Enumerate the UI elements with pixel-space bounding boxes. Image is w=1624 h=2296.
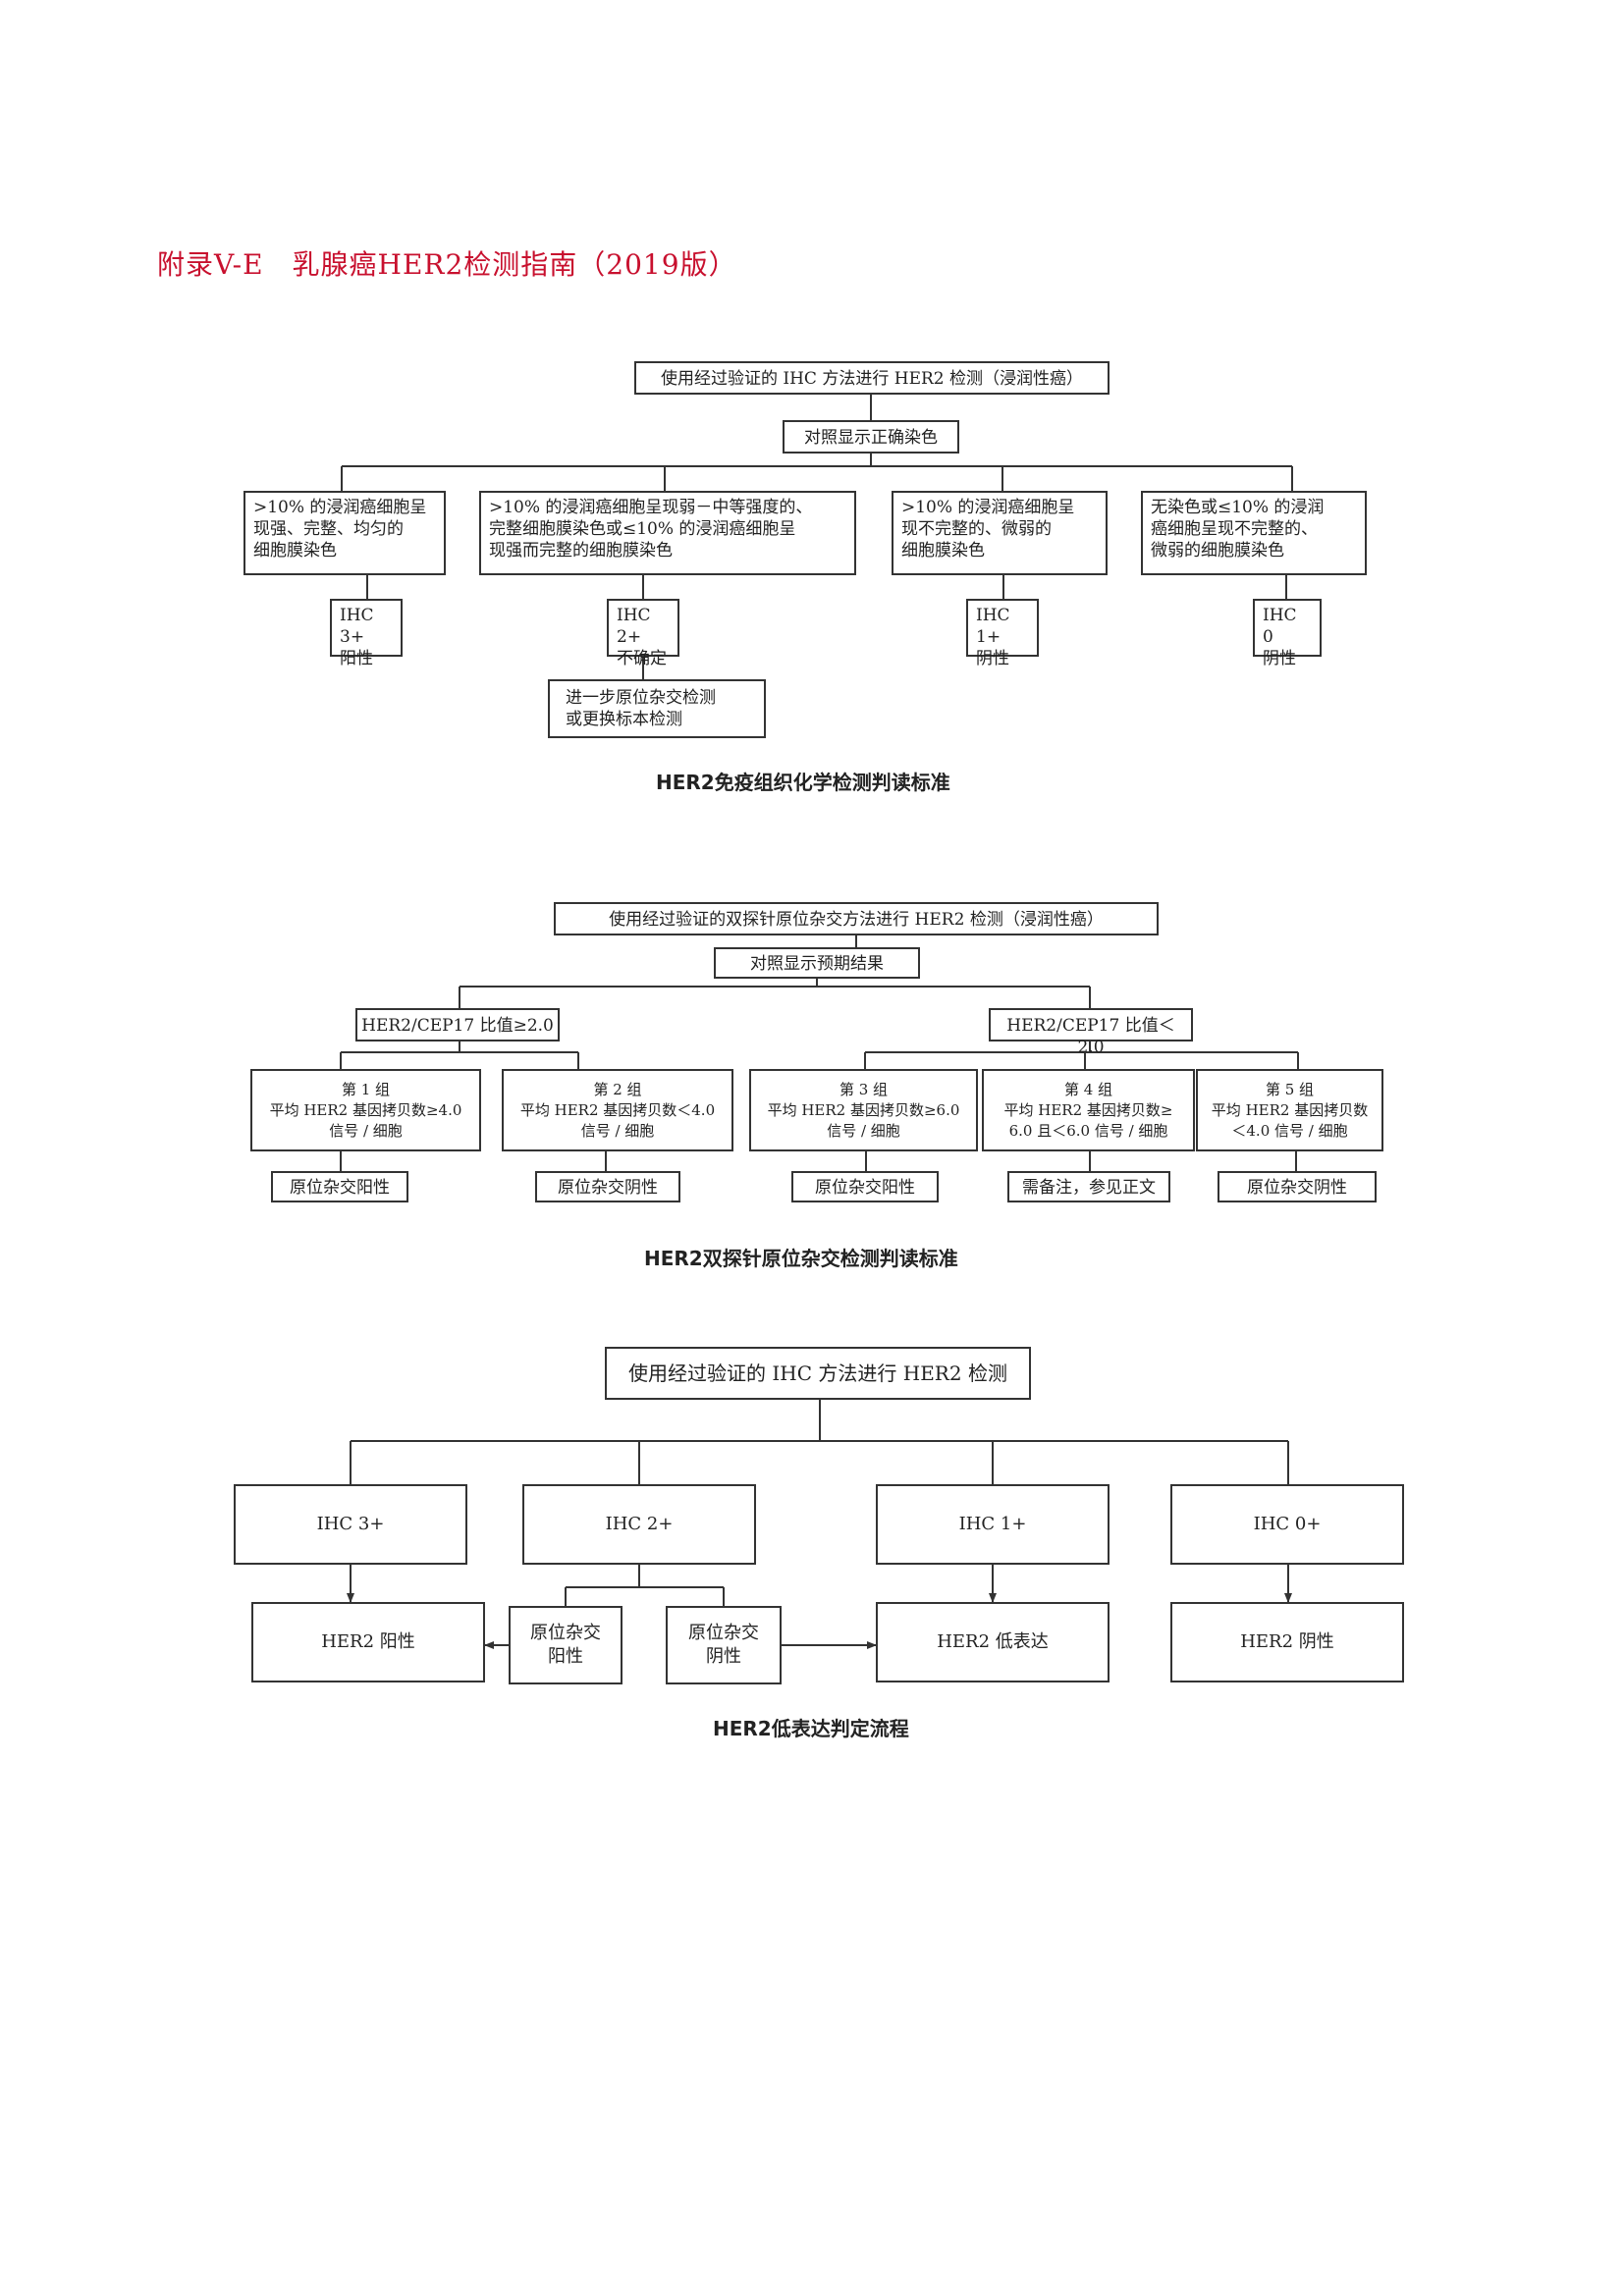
fig2-group-4: 第 4 组 平均 HER2 基因拷贝数≥ 6.0 且＜6.0 信号 / 细胞 [982,1069,1195,1151]
fig3-ihc2-box: IHC 2+ [522,1484,756,1565]
fig1-result-ihc3: IHC 3+ 阳性 [330,599,403,668]
fig2-ratio-left: HER2/CEP17 比值≥2.0 [355,1008,560,1041]
fig3-ihc0-box: IHC 0+ [1170,1484,1404,1565]
fig1-control-box: 对照显示正确染色 [783,420,959,454]
fig2-control-box: 对照显示预期结果 [714,947,920,979]
fig2-root-box: 使用经过验证的双探针原位杂交方法进行 HER2 检测（浸润性癌） [554,902,1159,935]
fig3-outcome-positive: HER2 阳性 [251,1602,485,1682]
fig3-ish-positive-box: 原位杂交 阳性 [509,1606,623,1684]
fig3-ihc1-box: IHC 1+ [876,1484,1110,1565]
fig3-outcome-negative: HER2 阴性 [1170,1602,1404,1682]
fig3-caption: HER2低表达判定流程 [713,1717,909,1740]
fig1-result-ihc0: IHC 0 阴性 [1253,599,1322,668]
fig2-result-5: 原位杂交阴性 [1218,1171,1377,1202]
fig1-criteria-1: >10% 的浸润癌细胞呈 现强、完整、均匀的 细胞膜染色 [244,491,446,575]
fig2-result-4: 需备注，参见正文 [1007,1171,1170,1202]
fig1-criteria-3: >10% 的浸润癌细胞呈 现不完整的、微弱的 细胞膜染色 [892,491,1108,575]
fig2-group-1: 第 1 组 平均 HER2 基因拷贝数≥4.0 信号 / 细胞 [250,1069,481,1151]
fig2-result-2: 原位杂交阴性 [535,1171,680,1202]
fig2-group-5: 第 5 组 平均 HER2 基因拷贝数 ＜4.0 信号 / 细胞 [1196,1069,1383,1151]
fig2-result-1: 原位杂交阳性 [271,1171,408,1202]
fig3-outcome-low: HER2 低表达 [876,1602,1110,1682]
fig2-result-3: 原位杂交阳性 [791,1171,939,1202]
fig3-ish-negative-box: 原位杂交 阴性 [666,1606,782,1684]
fig2-caption: HER2双探针原位杂交检测判读标准 [644,1247,958,1270]
fig1-criteria-4: 无染色或≤10% 的浸润 癌细胞呈现不完整的、 微弱的细胞膜染色 [1141,491,1367,575]
fig1-caption: HER2免疫组织化学检测判读标准 [656,771,950,794]
fig1-result-ihc1: IHC 1+ 阴性 [966,599,1039,668]
fig1-followup-box: 进一步原位杂交检测 或更换标本检测 [548,679,766,738]
page-title: 附录V-E 乳腺癌HER2检测指南（2019版） [157,248,737,281]
fig3-ihc3-box: IHC 3+ [234,1484,467,1565]
fig2-ratio-right: HER2/CEP17 比值＜2.0 [989,1008,1193,1057]
fig1-criteria-2: >10% 的浸润癌细胞呈现弱－中等强度的、 完整细胞膜染色或≤10% 的浸润癌细… [479,491,856,575]
fig1-result-ihc2: IHC 2+ 不确定 [607,599,679,668]
fig1-root-box: 使用经过验证的 IHC 方法进行 HER2 检测（浸润性癌） [634,361,1110,395]
fig2-group-3: 第 3 组 平均 HER2 基因拷贝数≥6.0 信号 / 细胞 [749,1069,978,1151]
figure3-connectors [347,1400,1292,1649]
fig2-group-2: 第 2 组 平均 HER2 基因拷贝数＜4.0 信号 / 细胞 [502,1069,733,1151]
fig3-root-box: 使用经过验证的 IHC 方法进行 HER2 检测 [605,1347,1031,1400]
